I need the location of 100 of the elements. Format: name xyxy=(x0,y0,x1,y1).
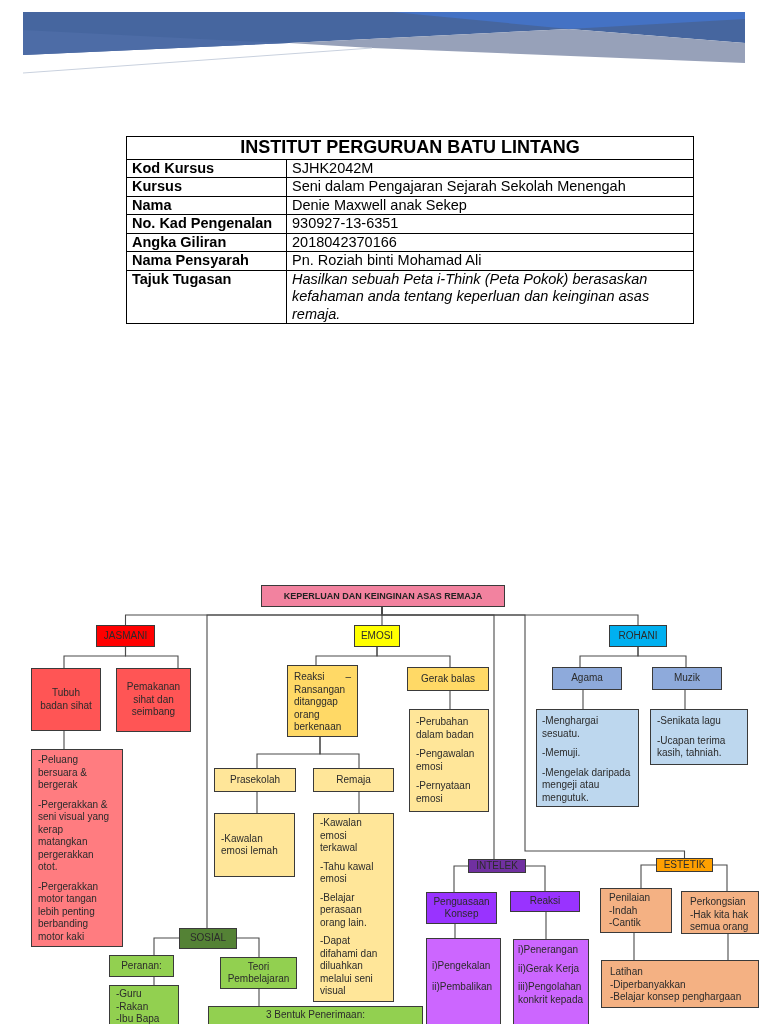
subtopic-label: -Hak kita hak semua orang xyxy=(690,908,750,934)
detail-text: -Dapat difahami dan diluahkan melalui seni visual xyxy=(320,935,379,998)
detail-box xyxy=(409,709,489,812)
subtopic-box xyxy=(31,668,101,731)
subtopic-box xyxy=(313,768,394,792)
connector-line xyxy=(376,646,451,668)
connector-line xyxy=(640,864,657,889)
detail-box xyxy=(109,985,179,1024)
connector-line xyxy=(727,933,729,961)
connector-line xyxy=(582,689,584,710)
field-label: Angka Giliran xyxy=(126,233,287,252)
field-label: Tajuk Tugasan xyxy=(126,270,287,324)
subtopic-label: Reaksi xyxy=(528,895,562,908)
table-heading: INSTITUT PERGURUAN BATU LINTANG xyxy=(126,136,694,159)
detail-text: -Kawalan emosi lemah xyxy=(221,832,279,858)
connector-line xyxy=(633,932,635,961)
field-value: Seni dalam Pengajaran Sejarah Sekolah Menengah xyxy=(286,177,694,196)
detail-box xyxy=(536,709,639,807)
subtopic-label: -Cantik xyxy=(609,917,642,930)
detail-text: -Ibu Bapa xyxy=(116,1013,161,1024)
category-label: SOSIAL xyxy=(188,932,228,945)
field-value: Pn. Roziah binti Mohamad Ali xyxy=(286,251,694,270)
connector-line xyxy=(153,937,180,956)
detail-text: ii)Pembalikan xyxy=(432,980,494,993)
subtopic-box xyxy=(407,667,489,691)
connector-line xyxy=(449,690,451,710)
detail-text: -Memuji. xyxy=(542,747,582,760)
connector-line xyxy=(63,730,65,750)
connector-line xyxy=(124,646,179,669)
subtopic-label: Agama xyxy=(570,672,604,685)
connector-line xyxy=(454,923,456,939)
detail-box xyxy=(31,749,123,947)
subtopic-box xyxy=(109,955,174,977)
detail-text: i)Pengekalan xyxy=(432,960,492,973)
detail-text: iii)Pengolahan konkrit kepada xyxy=(518,981,585,1006)
field-value: Hasilkan sebuah Peta i-Think (Peta Pokok) berasaskan kefahaman anda tentang keperluan dan keinginan asas remaja. xyxy=(286,270,694,324)
detail-text: -Pergerakkan motor tangan lebih penting berbanding motor kaki xyxy=(38,880,100,943)
connector-line xyxy=(637,646,687,668)
detail-text: i)Penerangan xyxy=(518,944,580,957)
category-label: EMOSI xyxy=(359,629,395,643)
category-box xyxy=(354,625,400,647)
subtopic-box xyxy=(214,768,296,792)
subtopic-box xyxy=(220,957,297,989)
subtopic-label: Remaja xyxy=(335,773,372,787)
connector-line xyxy=(258,988,260,1007)
connector-line xyxy=(256,791,258,814)
detail-text: -Rakan xyxy=(116,1000,150,1013)
subtopic-box xyxy=(510,891,580,912)
subtopic-label: -Indah xyxy=(609,904,639,917)
subtopic-label: Penguasaan Konsep xyxy=(432,895,491,921)
subtopic-box xyxy=(601,960,759,1008)
category-label: ROHANI xyxy=(617,629,659,643)
field-value: 2018042370166 xyxy=(286,233,694,252)
subtopic-label: Muzik xyxy=(672,672,702,685)
detail-text: -Peluang bersuara & bergerak xyxy=(38,754,88,792)
subtopic-box xyxy=(600,888,672,933)
subtopic-box xyxy=(208,1006,423,1024)
detail-text: -Menghargai sesuatu. xyxy=(542,715,600,740)
subtopic-box xyxy=(426,892,497,924)
detail-text: -Kawalan emosi terkawal xyxy=(320,817,363,855)
field-value: 930927-13-6351 xyxy=(286,214,694,233)
main-topic-box xyxy=(261,585,505,607)
main-topic-title: KEPERLUAN DAN KEINGINAN ASAS REMAJA xyxy=(282,589,484,603)
subtopic-label: Prasekolah xyxy=(229,773,281,787)
detail-box xyxy=(313,813,394,1002)
subtopic-label: -Diperbanyakkan xyxy=(610,978,687,991)
field-label: No. Kad Pengenalan xyxy=(126,214,287,233)
subtopic-label: Reaksi – Ransangan ditanggap orang berkenaan xyxy=(294,671,351,734)
detail-box xyxy=(214,813,295,877)
category-box xyxy=(609,625,667,647)
detail-text: -Pernyataan emosi xyxy=(416,780,472,805)
subtopic-box xyxy=(681,891,759,934)
detail-box xyxy=(513,939,589,1024)
category-box xyxy=(468,859,526,873)
subtopic-label: Pemakanan sihat dan seimbang xyxy=(125,681,182,719)
category-box xyxy=(96,625,155,647)
subtopic-label: 3 Bentuk Penerimaan: xyxy=(265,1009,366,1022)
detail-text: -Ucapan terima kasih, tahniah. xyxy=(657,734,727,760)
subtopic-label: Gerak balas xyxy=(420,672,476,686)
connector-line xyxy=(153,976,155,986)
category-box xyxy=(656,858,713,872)
detail-text: ii)Gerak Kerja xyxy=(518,962,581,975)
detail-box xyxy=(426,938,501,1024)
field-label: Nama Pensyarah xyxy=(126,251,287,270)
detail-text: -Pengawalan emosi xyxy=(416,748,476,773)
subtopic-label: Tubuh badan sihat xyxy=(39,687,93,712)
field-label: Kursus xyxy=(126,177,287,196)
subtopic-box xyxy=(116,668,191,732)
detail-text: -Senikata lagu xyxy=(657,715,722,728)
category-label: INTELEK xyxy=(475,859,519,873)
subtopic-box xyxy=(652,667,722,690)
subtopic-box xyxy=(287,665,358,737)
field-value: Denie Maxwell anak Sekep xyxy=(286,196,694,215)
detail-text: -Tahu kawal emosi xyxy=(320,860,375,886)
field-label: Kod Kursus xyxy=(126,159,287,178)
subtopic-label: Latihan xyxy=(610,966,644,979)
detail-text: -Guru xyxy=(116,988,143,1001)
field-label: Nama xyxy=(126,196,287,215)
detail-box xyxy=(650,709,748,765)
connector-line xyxy=(319,736,360,769)
